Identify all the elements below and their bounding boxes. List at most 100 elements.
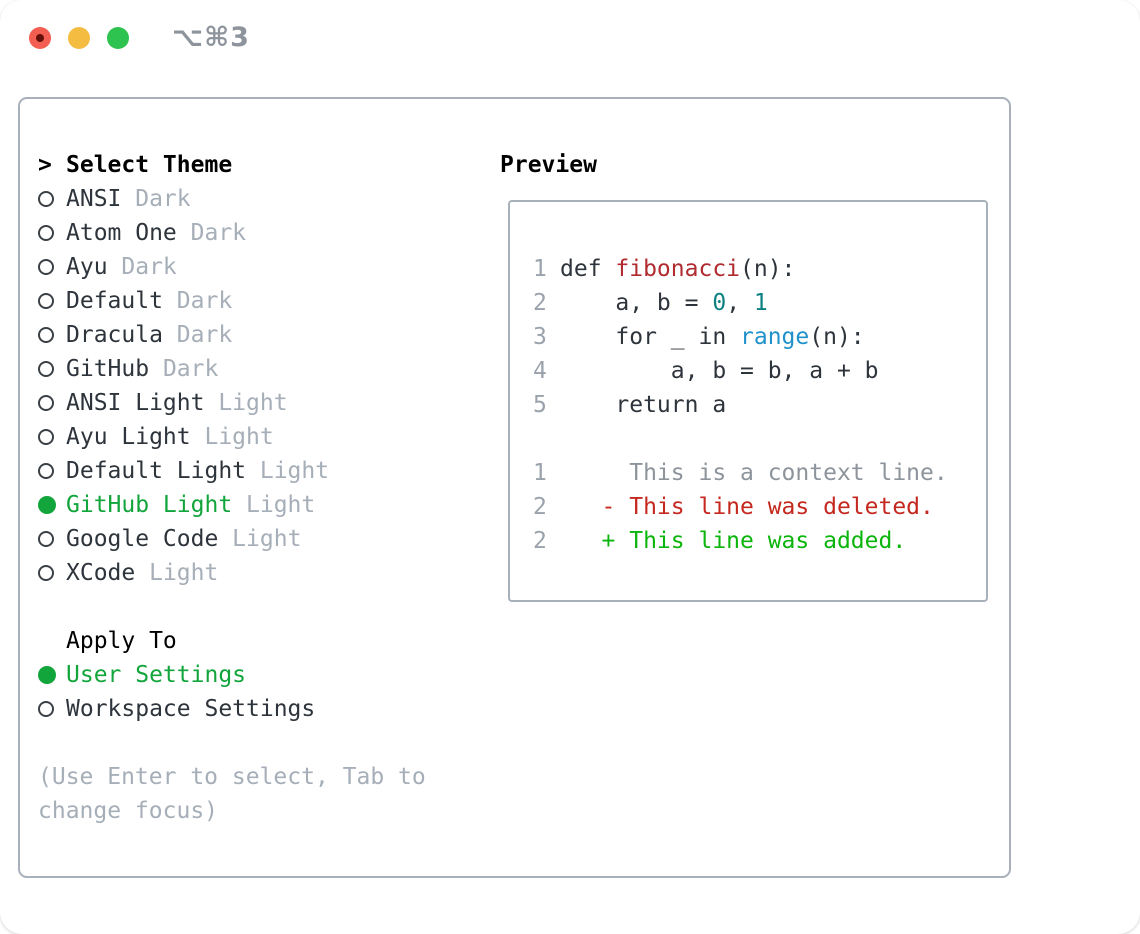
- titlebar: ⌥⌘3: [29, 22, 250, 53]
- radio-unselected-icon: [38, 701, 54, 717]
- theme-variant-label: Dark: [107, 254, 177, 280]
- section-spacer: [38, 590, 482, 624]
- radio-unselected-icon: [38, 327, 54, 343]
- theme-variant-label: Light: [232, 492, 316, 518]
- code-line: 1 This is a context line.: [533, 456, 986, 490]
- line-number: 3: [533, 324, 547, 350]
- theme-option[interactable]: GitHub Dark: [38, 352, 482, 386]
- line-text: - This line was deleted.: [560, 494, 934, 520]
- theme-option[interactable]: ANSI Dark: [38, 182, 482, 216]
- theme-option[interactable]: Default Dark: [38, 284, 482, 318]
- select-theme-header: Select Theme: [66, 152, 233, 178]
- code-line: 3 for _ in range(n):: [533, 320, 986, 354]
- maximize-button[interactable]: [107, 27, 129, 49]
- theme-option[interactable]: GitHub Light Light: [38, 488, 482, 522]
- code-line: 2 - This line was deleted.: [533, 490, 986, 524]
- apply-option-label: Workspace Settings: [66, 696, 316, 722]
- line-text: + This line was added.: [560, 528, 907, 554]
- theme-option-label: Dracula: [66, 322, 163, 348]
- apply-option-label: User Settings: [66, 662, 247, 688]
- line-text: This is a context line.: [560, 460, 948, 486]
- line-number: [533, 422, 560, 456]
- theme-option-label: Atom One: [66, 220, 177, 246]
- theme-option-label: GitHub: [66, 356, 150, 382]
- theme-option[interactable]: Ayu Dark: [38, 250, 482, 284]
- code-line: 4 a, b = b, a + b: [533, 354, 986, 388]
- theme-option-label: Google Code: [66, 526, 219, 552]
- theme-variant-label: Light: [190, 424, 274, 450]
- radio-unselected-icon: [38, 259, 54, 275]
- radio-selected-icon: [38, 666, 56, 684]
- apply-option[interactable]: Workspace Settings: [38, 692, 482, 726]
- hint-text: (Use Enter to select, Tab to change focu…: [38, 764, 426, 824]
- line-text: return a: [560, 392, 727, 418]
- code-line: 5 return a: [533, 388, 986, 422]
- theme-option[interactable]: Ayu Light Light: [38, 420, 482, 454]
- code-line: 1 def fibonacci(n):: [533, 252, 986, 286]
- theme-variant-label: Dark: [176, 220, 247, 246]
- close-dot-icon: [36, 34, 44, 42]
- code-line: 2 a, b = 0, 1: [533, 286, 986, 320]
- radio-unselected-icon: [38, 429, 54, 445]
- radio-unselected-icon: [38, 531, 54, 547]
- apply-to-header: Apply To: [66, 628, 177, 654]
- theme-option-label: Ayu Light: [66, 424, 191, 450]
- preview-header: Preview: [500, 152, 597, 178]
- radio-unselected-icon: [38, 395, 54, 411]
- theme-variant-label: Light: [246, 458, 330, 484]
- radio-unselected-icon: [38, 565, 54, 581]
- window-shortcut-label: ⌥⌘3: [172, 22, 250, 53]
- line-text: for _ in range(n):: [560, 324, 865, 350]
- line-text: a, b = b, a + b: [560, 358, 879, 384]
- apply-to-header-row: Apply To: [38, 624, 482, 658]
- line-text: def fibonacci(n):: [560, 256, 796, 282]
- radio-unselected-icon: [38, 361, 54, 377]
- theme-variant-label: Light: [135, 560, 219, 586]
- close-button[interactable]: [29, 27, 51, 49]
- radio-unselected-icon: [38, 463, 54, 479]
- theme-variant-label: Dark: [162, 288, 233, 314]
- theme-option[interactable]: XCode Light: [38, 556, 482, 590]
- theme-option-label: GitHub Light: [66, 492, 233, 518]
- minimize-button[interactable]: [68, 27, 90, 49]
- theme-option-label: ANSI Light: [66, 390, 205, 416]
- theme-option[interactable]: Atom One Dark: [38, 216, 482, 250]
- blank-line: [533, 422, 986, 456]
- theme-option[interactable]: ANSI Light Light: [38, 386, 482, 420]
- radio-unselected-icon: [38, 293, 54, 309]
- theme-variant-label: Light: [218, 526, 302, 552]
- theme-variant-label: Dark: [149, 356, 219, 382]
- line-text: a, b = 0, 1: [560, 290, 768, 316]
- apply-option[interactable]: User Settings: [38, 658, 482, 692]
- radio-unselected-icon: [38, 225, 54, 241]
- theme-variant-label: Dark: [162, 322, 233, 348]
- line-number: 2: [533, 290, 547, 316]
- select-theme-header-row: > Select Theme: [38, 148, 482, 182]
- line-number: 2: [533, 494, 547, 520]
- radio-selected-icon: [38, 496, 56, 514]
- line-number: 2: [533, 528, 547, 554]
- line-number: 5: [533, 392, 547, 418]
- theme-option[interactable]: Google Code Light: [38, 522, 482, 556]
- theme-option-label: Default: [66, 288, 163, 314]
- line-number: 1: [533, 460, 547, 486]
- theme-option[interactable]: Default Light Light: [38, 454, 482, 488]
- line-number: 1: [533, 256, 547, 282]
- theme-variant-label: Light: [204, 390, 288, 416]
- theme-option-label: ANSI: [66, 186, 122, 212]
- theme-option[interactable]: Dracula Dark: [38, 318, 482, 352]
- radio-unselected-icon: [38, 191, 54, 207]
- prompt-caret: >: [38, 152, 52, 178]
- line-number: 4: [533, 358, 547, 384]
- code-line: 2 + This line was added.: [533, 524, 986, 558]
- theme-option-label: Ayu: [66, 254, 108, 280]
- theme-variant-label: Dark: [121, 186, 191, 212]
